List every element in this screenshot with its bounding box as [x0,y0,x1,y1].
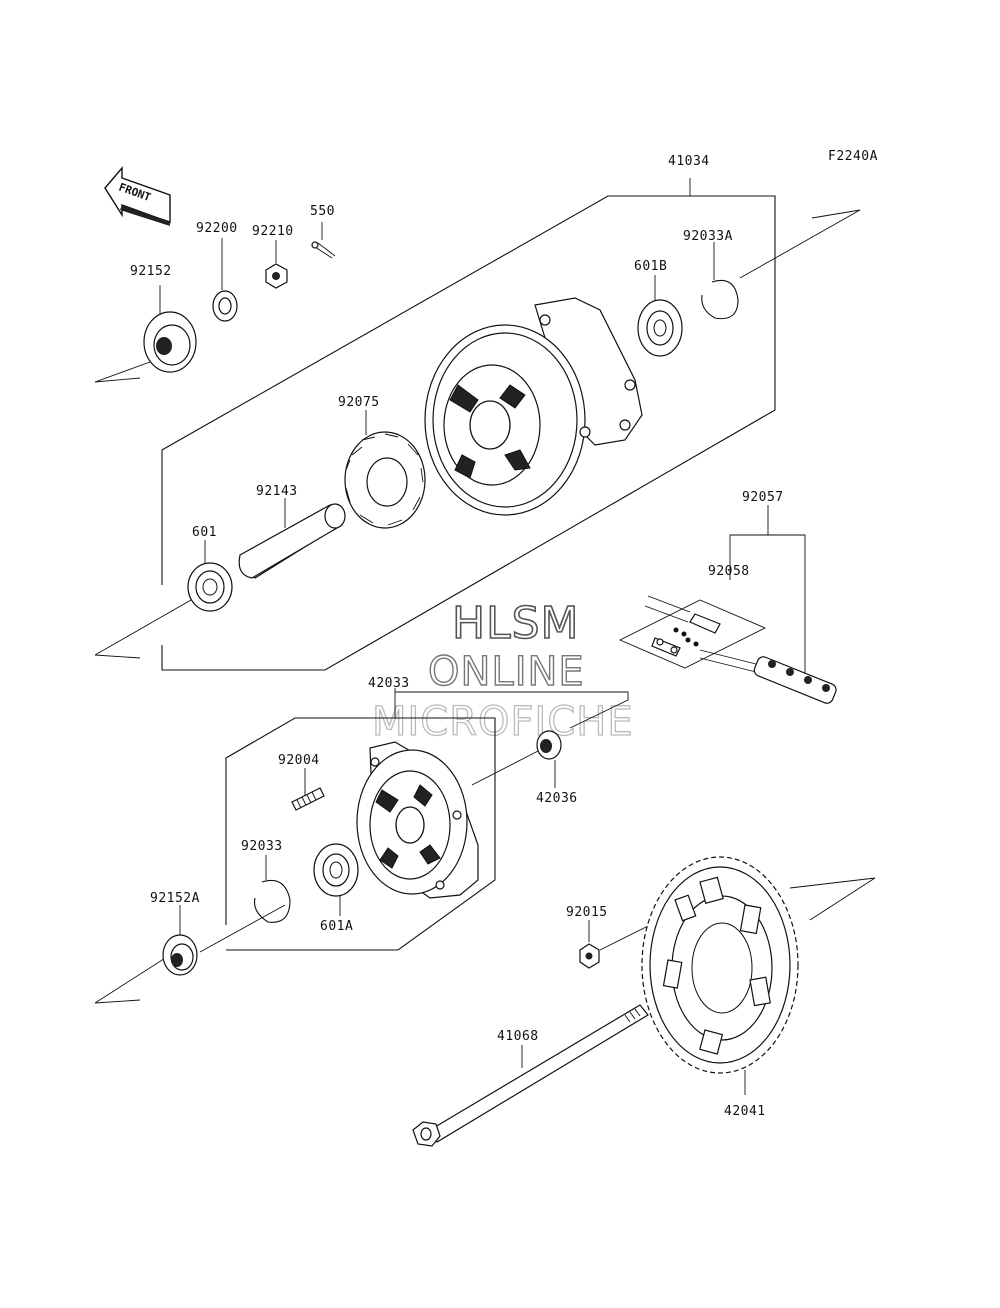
label-41068: 41068 [497,1029,539,1044]
label-601a: 601A [320,919,353,934]
circlip-92033 [253,855,291,923]
label-92004: 92004 [278,753,320,768]
sprocket-42041 [641,856,876,1095]
watermark-line2: ONLINE [428,649,585,695]
label-92033: 92033 [241,839,283,854]
label-41034: 41034 [668,154,710,169]
label-601b: 601B [634,259,667,274]
figure-code: F2240A [828,149,878,164]
bearing-601a [313,843,359,916]
spacer-tube-92143 [238,498,346,579]
sprocket-hub-outline [94,688,629,1004]
nut-92015 [579,919,661,969]
label-42036: 42036 [536,791,578,806]
coupling-42033 [356,741,479,899]
watermark-line1: HLSM [452,598,580,649]
collar-92152a [162,905,198,976]
bearing-601b [637,275,683,357]
label-92143: 92143 [256,484,298,499]
front-arrow-icon: FRONT [104,166,171,226]
axle-41068 [412,1004,649,1147]
label-92057: 92057 [742,490,784,505]
label-42033: 42033 [368,676,410,691]
nut-92210 [265,240,288,289]
label-92015: 92015 [566,905,608,920]
collar-92152 [143,285,197,373]
watermark-line3: MICROFICHE [372,699,634,745]
cotter-pin-550 [311,222,336,259]
label-92152a: 92152A [150,891,200,906]
label-92033a: 92033A [683,229,733,244]
label-92075: 92075 [338,395,380,410]
wheel-hub-41034 [424,297,643,516]
label-92058: 92058 [708,564,750,579]
wheel-assembly-outline [161,178,776,671]
label-92200: 92200 [196,221,238,236]
stud-92004 [291,768,325,811]
label-601: 601 [192,525,217,540]
collar-42036 [536,730,562,788]
circlip-92033a [701,242,739,320]
bearing-601 [187,540,233,612]
chain-group [618,505,837,704]
top-axis-lines [94,209,861,659]
label-92152: 92152 [130,264,172,279]
label-92210: 92210 [252,224,294,239]
label-42041: 42041 [724,1104,766,1119]
damper-92075 [344,410,426,529]
label-550: 550 [310,204,335,219]
spacer-92200 [212,238,238,322]
watermark: HLSM ONLINE MICROFICHE [371,597,634,745]
